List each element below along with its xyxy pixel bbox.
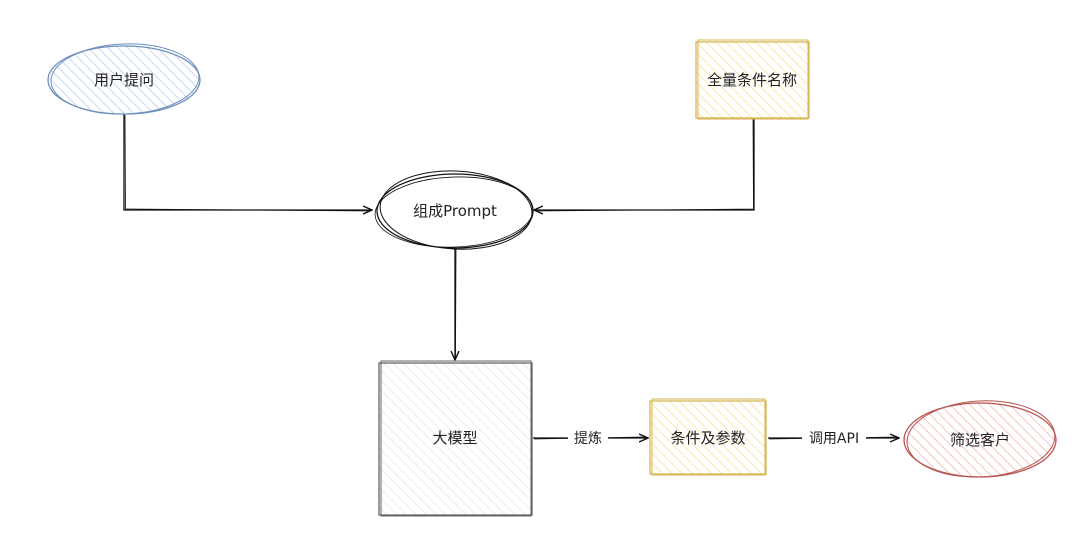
edge-label-call-api: 调用API [809,431,859,447]
node-label: 全量条件名称 [707,71,797,89]
edge-label-refine: 提炼 [574,431,602,447]
node-label: 组成Prompt [413,202,497,220]
node-user-question[interactable]: 用户提问 [47,41,201,116]
node-compose-prompt[interactable]: 组成Prompt [374,167,534,253]
node-all-conditions[interactable]: 全量条件名称 [695,39,810,120]
edge-label-bg [802,428,866,448]
node-label: 大模型 [432,429,477,447]
node-filter-customers[interactable]: 筛选客户 [903,397,1057,481]
node-label: 筛选客户 [950,431,1010,449]
node-label: 条件及参数 [670,429,745,447]
node-llm[interactable]: 大模型 [378,360,533,517]
edge-label-bg [568,428,608,448]
node-label: 用户提问 [94,71,154,89]
node-conditions-params[interactable]: 条件及参数 [649,398,767,476]
edge-user-question-to-prompt [123,114,372,211]
edge-all-conditions-to-prompt [534,118,755,211]
edge-llm-to-conditions: 提炼 [533,428,648,448]
edge-conditions-to-filter: 调用API [768,428,899,448]
edge-prompt-to-llm [455,248,456,360]
